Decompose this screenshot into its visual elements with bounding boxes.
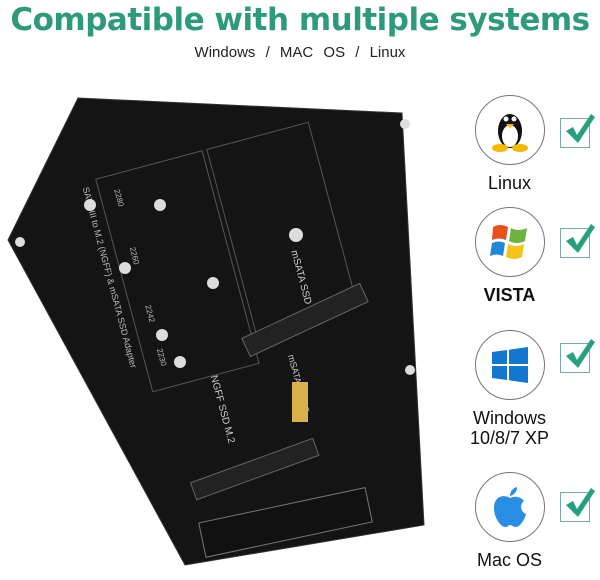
os-label: Linux xyxy=(487,173,532,193)
os-label: Mac OS xyxy=(476,550,542,570)
page-title: Compatible with multiple systems xyxy=(10,2,590,38)
os-vista: VISTA xyxy=(462,207,557,305)
ssd-adapter-board: SATA III to M.2 (NGFF) & mSATA SSD Adapt… xyxy=(7,97,425,566)
standoff-holes xyxy=(15,119,415,375)
ngff-connector xyxy=(189,437,320,501)
sata-connector xyxy=(198,487,373,558)
checkmark-icon xyxy=(566,339,595,368)
apple-logo-icon xyxy=(474,472,545,542)
checkmark-icon xyxy=(566,488,595,517)
board-body xyxy=(7,97,425,566)
os-label: VISTA xyxy=(483,285,536,305)
os-label-line2: 10/8/7 XP xyxy=(469,428,550,448)
checkbox-checked-vista xyxy=(560,224,595,258)
checkbox-checked-windows xyxy=(560,339,595,373)
os-subtitle: Windows / MAC OS / Linux xyxy=(194,44,406,61)
windows-10-logo-icon xyxy=(474,330,545,400)
checkbox-checked-linux xyxy=(560,114,595,148)
ngff-slot-area xyxy=(95,150,260,393)
checkbox-checked-mac xyxy=(560,488,595,522)
os-linux: Linux xyxy=(462,95,557,193)
checkmark-icon xyxy=(566,224,595,253)
mode-switch xyxy=(292,382,308,422)
checkmark-icon xyxy=(566,114,595,143)
msata-connector xyxy=(241,282,369,358)
tux-penguin-icon xyxy=(474,95,545,165)
os-label-line1: Windows xyxy=(472,408,547,428)
os-mac: Mac OS xyxy=(462,472,557,570)
windows-vista-logo-icon xyxy=(474,207,545,277)
